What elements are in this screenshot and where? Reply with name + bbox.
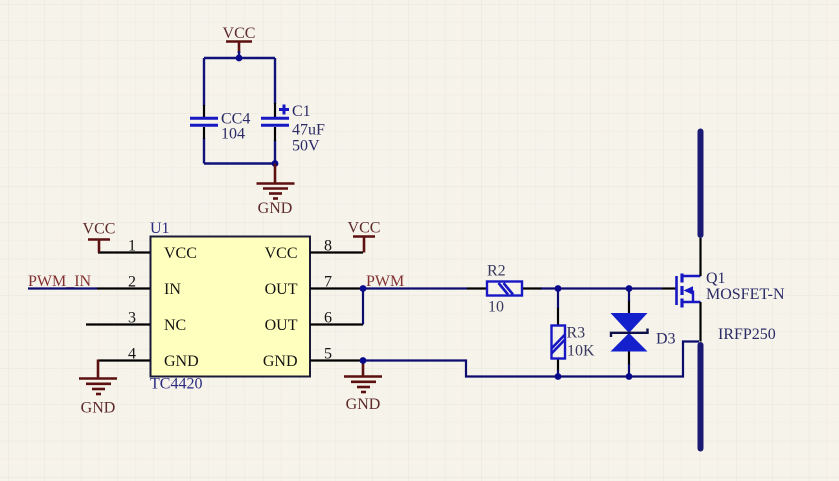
- svg-text:104: 104: [221, 126, 245, 143]
- svg-text:VCC: VCC: [265, 245, 298, 262]
- svg-text:IRFP250: IRFP250: [718, 326, 776, 343]
- svg-text:PWM_IN: PWM_IN: [28, 273, 92, 290]
- svg-text:1: 1: [128, 238, 136, 255]
- svg-text:GND: GND: [263, 353, 298, 370]
- svg-text:10K: 10K: [567, 343, 595, 360]
- svg-text:PWM: PWM: [366, 273, 404, 290]
- svg-text:7: 7: [324, 274, 332, 291]
- svg-text:GND: GND: [164, 353, 199, 370]
- svg-text:C1: C1: [292, 103, 311, 120]
- svg-text:8: 8: [324, 238, 332, 255]
- svg-text:IN: IN: [164, 281, 181, 298]
- svg-text:VCC: VCC: [83, 221, 116, 238]
- svg-text:4: 4: [128, 346, 136, 363]
- svg-text:50V: 50V: [292, 138, 320, 155]
- svg-text:3: 3: [128, 310, 136, 327]
- svg-text:2: 2: [128, 274, 136, 291]
- svg-text:TC4420: TC4420: [150, 376, 202, 393]
- svg-text:VCC: VCC: [164, 245, 197, 262]
- svg-text:OUT: OUT: [265, 317, 298, 334]
- svg-text:10: 10: [488, 299, 504, 316]
- svg-text:VCC: VCC: [223, 25, 256, 42]
- svg-text:R3: R3: [567, 325, 586, 342]
- svg-text:U1: U1: [150, 220, 170, 237]
- svg-text:5: 5: [324, 346, 332, 363]
- svg-text:47uF: 47uF: [292, 122, 325, 139]
- svg-text:MOSFET-N: MOSFET-N: [706, 286, 785, 303]
- svg-text:CC4: CC4: [221, 111, 250, 128]
- svg-text:OUT: OUT: [265, 281, 298, 298]
- svg-text:NC: NC: [164, 317, 186, 334]
- svg-text:GND: GND: [81, 400, 116, 417]
- svg-text:GND: GND: [258, 200, 293, 217]
- svg-text:6: 6: [324, 310, 332, 327]
- svg-text:R2: R2: [487, 263, 506, 280]
- svg-text:D3: D3: [656, 331, 676, 348]
- svg-text:GND: GND: [346, 396, 381, 413]
- svg-text:VCC: VCC: [348, 220, 381, 237]
- svg-text:Q1: Q1: [706, 270, 726, 287]
